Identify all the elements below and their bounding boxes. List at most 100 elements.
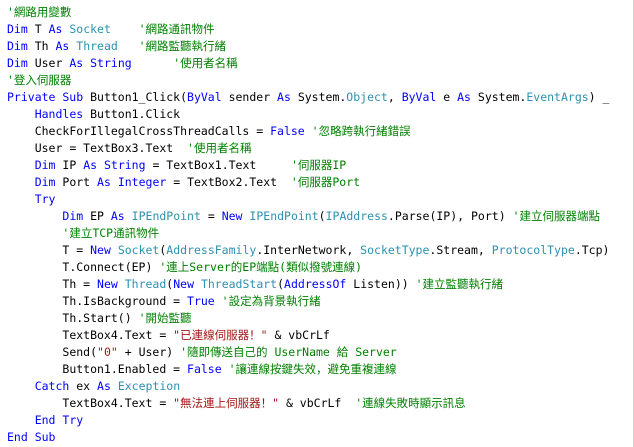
code-token-comment: '讓連線按鍵失效，避免重複連線 (228, 362, 397, 376)
code-token-type: ThreadStart (200, 277, 278, 291)
code-token-plain: = TextBox2.Text (166, 175, 291, 189)
code-indent (7, 311, 62, 325)
code-token-type: EventArgs (526, 90, 589, 104)
code-token-plain (125, 209, 132, 223)
code-line: End Try (7, 412, 609, 429)
code-token-keyword: As (97, 175, 111, 189)
code-token-comment: '使用者名稱 (187, 141, 252, 155)
code-line: Dim T As Socket '網路通訊物件 (7, 21, 609, 38)
code-token-plain: System. (290, 90, 347, 104)
code-line: '建立TCP通訊物件 (7, 225, 609, 242)
code-indent (7, 192, 35, 206)
code-indent (7, 107, 35, 121)
code-token-keyword: False (270, 124, 305, 138)
code-token-plain: , (387, 90, 402, 104)
code-line: Dim IP As String = TextBox1.Text '伺服器IP (7, 157, 609, 174)
code-indent (7, 260, 62, 274)
code-token-plain: = (200, 209, 222, 223)
code-line: TextBox4.Text = "無法連上伺服器！" & vbCrLf '連線失… (7, 395, 609, 412)
code-token-string: "0" (97, 345, 118, 359)
code-token-comment: '網路監聽執行緒 (138, 39, 227, 53)
code-token-plain: User = TextBox3.Text (34, 141, 188, 155)
code-token-comment: '建立伺服器端點 (512, 209, 600, 223)
code-token-comment: '建立監聽執行緒 (415, 277, 504, 291)
code-indent (7, 294, 62, 308)
code-token-keyword: ByVal (187, 90, 222, 104)
code-line: Dim Th As Thread '網路監聽執行緒 (7, 38, 609, 55)
code-token-plain: + User) (117, 345, 181, 359)
code-token-plain: ex (69, 379, 98, 393)
code-token-keyword: Try (34, 192, 56, 206)
code-token-plain: T.Connect(EP) (62, 260, 160, 274)
code-indent (7, 277, 62, 291)
code-token-keyword: String (90, 56, 132, 70)
code-token-type: Object (346, 90, 388, 104)
code-token-type: IPEndPoint (249, 209, 319, 223)
code-line: Catch ex As Exception (7, 378, 609, 395)
code-line: Th.Start() '開始監聽 (7, 310, 609, 327)
code-token-keyword: New (97, 277, 118, 291)
code-token-keyword: True (187, 294, 215, 308)
code-token-plain (111, 243, 118, 257)
code-token-keyword: As (110, 209, 125, 223)
code-token-plain: TextBox4.Text = (62, 396, 174, 410)
code-token-plain: EP (83, 209, 111, 223)
code-token-type: IPAddress (325, 209, 388, 223)
code-token-plain: User (27, 56, 70, 70)
code-token-type: Socket (69, 22, 111, 36)
code-token-plain: CheckForIllegalCrossThreadCalls = (34, 124, 271, 138)
code-token-plain: .Parse(IP), Port) (387, 209, 513, 223)
code-token-keyword: Catch (34, 379, 70, 393)
code-token-type: Exception (117, 379, 181, 393)
code-token-plain (118, 39, 139, 53)
code-token-comment: '連上Server的EP端點(類似撥號連線) (159, 260, 362, 274)
code-token-comment: '使用者名稱 (173, 56, 238, 70)
code-indent (7, 345, 62, 359)
code-token-plain: Button1.Click (83, 107, 181, 121)
code-token-plain: TextBox4.Text = (62, 328, 174, 342)
code-token-comment: '伺服器Port (290, 175, 361, 189)
code-token-plain: & vbCrLf (279, 396, 356, 410)
code-token-type: SocketType (360, 243, 430, 257)
code-line: Private Sub Button1_Click(ByVal sender A… (7, 89, 609, 106)
code-token-plain: ( (166, 277, 174, 291)
code-token-keyword: As (55, 39, 70, 53)
code-token-plain: Button1.Enabled = (62, 362, 188, 376)
code-token-plain: Port (55, 175, 98, 189)
code-line: '登入伺服器 (7, 72, 609, 89)
code-token-plain: ) _ (588, 90, 610, 104)
code-indent (7, 243, 62, 257)
code-line: CheckForIllegalCrossThreadCalls = False … (7, 123, 609, 140)
code-token-comment: '伺服器IP (290, 158, 347, 172)
code-token-plain: sender (221, 90, 278, 104)
code-token-keyword: Dim (7, 39, 28, 53)
code-token-plain: ( (318, 209, 326, 223)
code-token-comment: '隨即傳送自己的 UserName 給 Server (180, 345, 397, 359)
code-token-plain: Send( (62, 345, 98, 359)
code-indent (7, 328, 62, 342)
code-token-keyword: As (97, 379, 111, 393)
code-indent (7, 158, 35, 172)
code-line: Th = New Thread(New ThreadStart(AddressO… (7, 276, 609, 293)
code-indent (7, 379, 35, 393)
code-indent (7, 413, 35, 427)
code-token-keyword: New (173, 277, 194, 291)
code-token-comment: '登入伺服器 (7, 73, 72, 87)
code-token-keyword: Dim (34, 175, 56, 189)
code-token-plain: .Stream, (429, 243, 492, 257)
code-indent (7, 362, 62, 376)
code-token-plain: T (27, 22, 49, 36)
code-indent (7, 396, 62, 410)
code-token-plain: IP (55, 158, 84, 172)
code-token-type: ProtocolType (491, 243, 575, 257)
code-token-comment: '網路用變數 (7, 5, 72, 19)
code-token-keyword: AddressOf (284, 277, 347, 291)
code-token-plain: ( (159, 243, 167, 257)
code-token-plain: Button1_Click( (83, 90, 188, 104)
code-line: Button1.Enabled = False '讓連線按鍵失效，避免重複連線 (7, 361, 609, 378)
code-token-plain: & vbCrLf (267, 328, 330, 342)
code-token-plain (118, 277, 125, 291)
code-token-type: AddressFamily (166, 243, 257, 257)
